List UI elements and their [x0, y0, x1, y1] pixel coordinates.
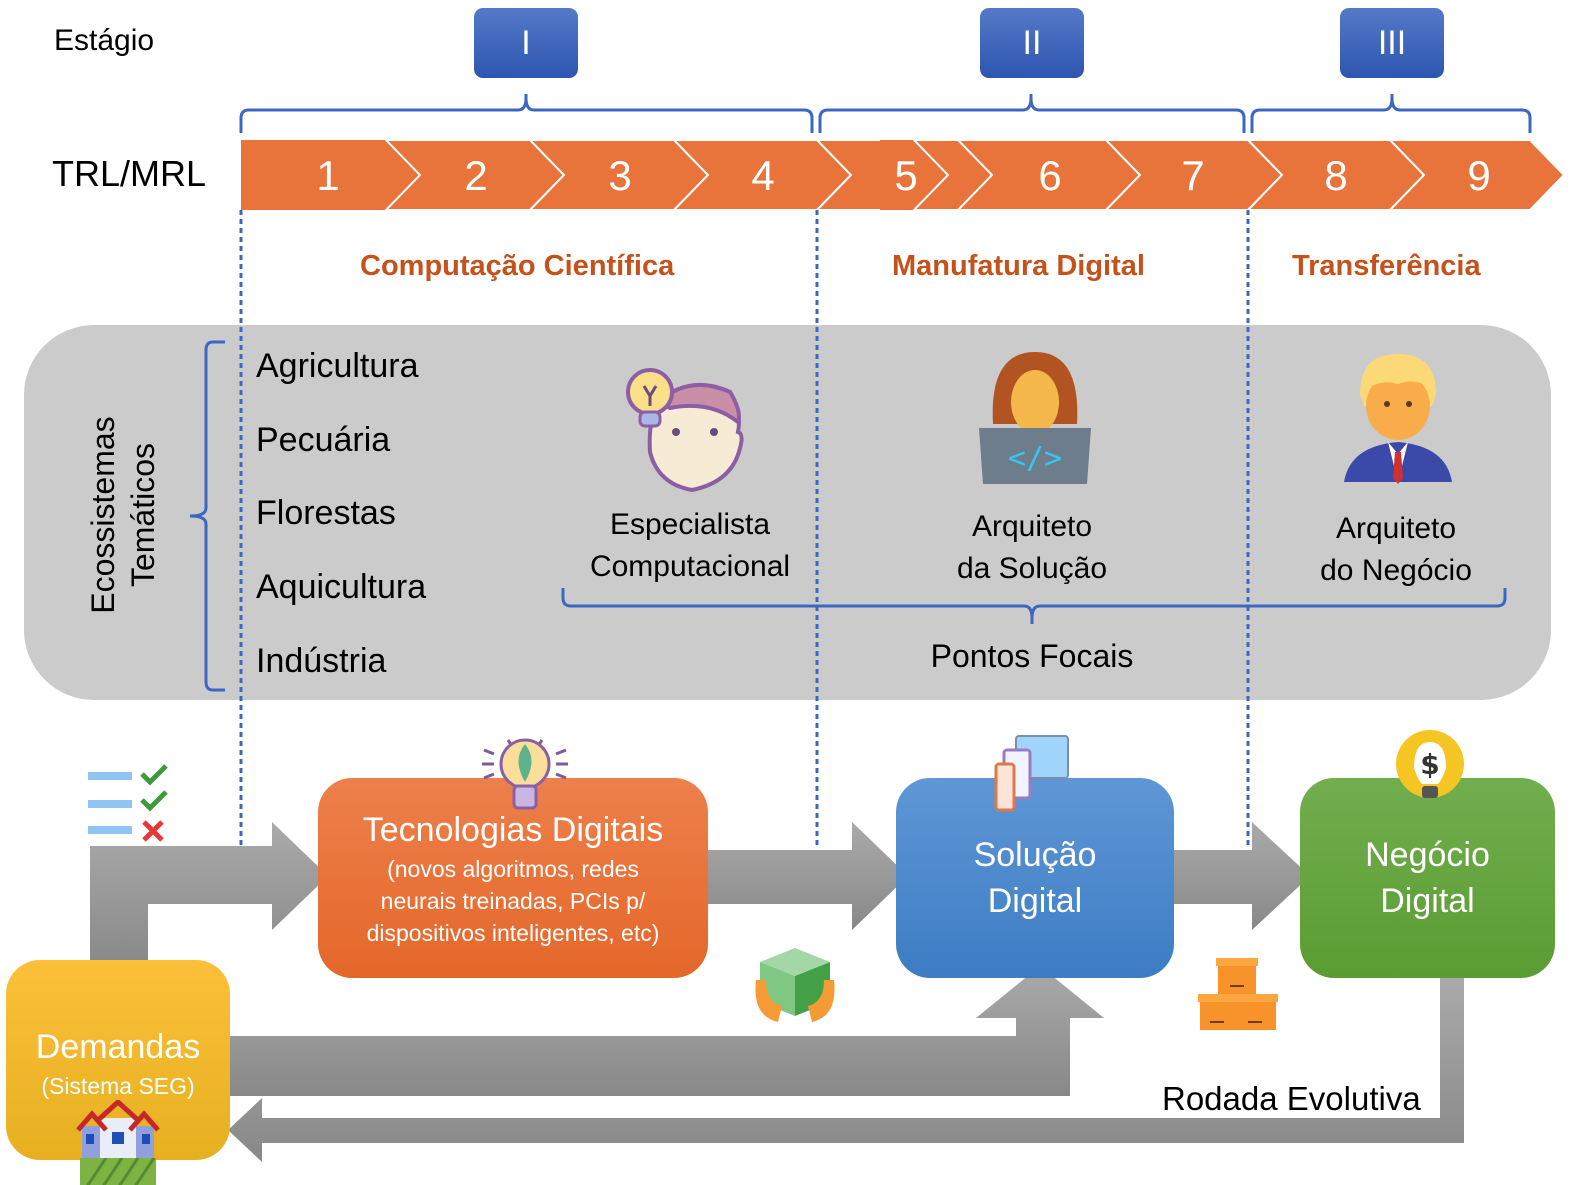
specialist-icon — [626, 368, 744, 492]
negocio-title: Digital — [1380, 882, 1475, 920]
package-hands-icon — [755, 948, 835, 1022]
ecosystems-brace — [189, 340, 225, 692]
rodada-evolutiva-label: Rodada Evolutiva — [1162, 1080, 1421, 1117]
stage-badge-ii: II — [980, 8, 1084, 78]
stage-label: Estágio — [54, 24, 155, 57]
stage-bracket-1 — [239, 94, 814, 133]
arrow-rodada-evolutiva — [228, 975, 1464, 1162]
trl-level: 3 — [608, 152, 632, 199]
trl-level: 6 — [1038, 152, 1062, 199]
focal-points-bracket — [561, 588, 1507, 624]
stage-badge-i: I — [474, 8, 578, 78]
farm-icon — [76, 1100, 160, 1185]
trl-level: 1 — [316, 152, 340, 199]
money-idea-icon: $ — [1396, 730, 1464, 798]
demandas-subtitle: (Sistema SEG) — [41, 1073, 195, 1099]
devices-icon — [994, 735, 1069, 812]
solucao-title: Digital — [987, 882, 1083, 920]
ecosystem-item: Aquicultura — [256, 568, 427, 606]
stage-badge-iii: III — [1340, 8, 1444, 78]
focal-points-label: Pontos Focais — [930, 638, 1134, 674]
ecosystem-item: Florestas — [256, 494, 396, 532]
boxes-stack-icon — [1198, 958, 1278, 1030]
trl-level: 2 — [464, 152, 488, 199]
role-line: Especialista — [609, 508, 771, 541]
lightbulb-leaf-icon — [482, 738, 568, 810]
ecosystems-title-line2: Temáticos — [125, 442, 161, 588]
phase-computacao-cientifica: Computação Científica — [360, 250, 675, 282]
arrow-demandas-to-tecnologias — [90, 822, 328, 968]
negocio-title: Negócio — [1365, 836, 1490, 874]
stage-bracket-3 — [1250, 94, 1532, 133]
trl-level: 5 — [894, 152, 918, 199]
solucao-digital-box: Solução Digital — [896, 778, 1174, 978]
chevron-10 — [1387, 139, 1566, 211]
tecnologias-title: Tecnologias Digitais — [362, 811, 664, 849]
tecnologias-desc: dispositivos inteligentes, etc) — [366, 920, 660, 946]
ecosystem-item: Indústria — [256, 642, 387, 680]
ecosystem-item: Agricultura — [256, 347, 419, 385]
role-line: da Solução — [956, 552, 1108, 585]
role-line: do Negócio — [1320, 554, 1472, 587]
developer-icon: </> — [979, 352, 1091, 484]
chevron-1 — [241, 140, 420, 210]
business-person-icon — [1344, 354, 1452, 484]
role-especialista-computacional: Especialista Computacional — [570, 504, 810, 588]
role-arquiteto-solucao: Arquiteto da Solução — [912, 506, 1152, 590]
svg-text:</>: </> — [1008, 441, 1062, 476]
role-line: Arquiteto — [971, 510, 1093, 543]
role-arquiteto-negocio: Arquiteto do Negócio — [1276, 508, 1516, 592]
arrow-demandas-to-solucao — [225, 966, 1104, 1096]
checklist-icon — [88, 764, 168, 842]
role-line: Arquiteto — [1335, 512, 1457, 545]
svg-text:$: $ — [1420, 748, 1439, 781]
solucao-title: Solução — [973, 836, 1097, 874]
trl-level: 8 — [1324, 152, 1348, 199]
ecosystems-title: Ecossistemas Temáticos — [83, 405, 173, 625]
trl-level: 9 — [1467, 152, 1491, 199]
phase-manufatura-digital: Manufatura Digital — [892, 250, 1145, 282]
ecosystem-item: Pecuária — [256, 421, 391, 459]
role-line: Computacional — [589, 550, 791, 583]
arrow-tecnologias-to-solucao — [700, 822, 908, 930]
negocio-digital-box: Negócio Digital — [1300, 778, 1555, 978]
trl-chevron-band — [241, 139, 1566, 211]
phase-transferencia: Transferência — [1292, 250, 1481, 282]
tecnologias-desc: neurais treinadas, PCIs p/ — [380, 888, 646, 914]
tecnologias-desc: (novos algoritmos, redes — [387, 856, 639, 882]
tecnologias-digitais-box: Tecnologias Digitais (novos algoritmos, … — [318, 778, 708, 978]
ecosystems-title-line1: Ecossistemas — [85, 416, 121, 614]
arrow-solucao-to-negocio — [1160, 822, 1310, 930]
demandas-title: Demandas — [35, 1028, 201, 1066]
stage-bracket-2 — [818, 94, 1246, 133]
trl-level: 7 — [1181, 152, 1205, 199]
ecosystems-panel — [24, 325, 1551, 700]
trl-label: TRL/MRL — [52, 153, 207, 194]
trl-level: 4 — [751, 152, 775, 199]
